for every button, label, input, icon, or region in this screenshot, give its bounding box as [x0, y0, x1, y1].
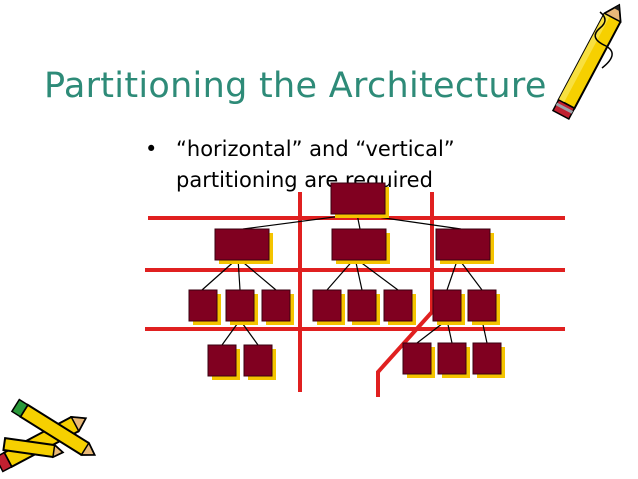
module-box-level1 — [331, 228, 390, 264]
module-box-level2 — [312, 289, 345, 325]
module-box-level2 — [188, 289, 221, 325]
bullet-marker: • — [145, 137, 158, 161]
module-box-level1 — [214, 228, 273, 264]
module-box-level3 — [437, 342, 470, 378]
module-box-level3 — [207, 344, 240, 380]
module-box-level2 — [383, 289, 416, 325]
module-box-level1 — [435, 228, 494, 264]
module-box-level3 — [402, 342, 435, 378]
module-box-level3 — [243, 344, 276, 380]
scribble-icon — [594, 11, 613, 69]
module-box-level2 — [432, 289, 465, 325]
module-box-level2 — [261, 289, 294, 325]
pencil-icon-top-right — [551, 3, 622, 120]
bullet-text: “horizontal” and “vertical” partitioning… — [176, 134, 536, 196]
bullet-line-2: partitioning are required — [176, 168, 433, 192]
module-box-level2 — [225, 289, 258, 325]
module-box-level2 — [347, 289, 380, 325]
pencil-icon — [10, 398, 97, 456]
module-box-level2 — [467, 289, 500, 325]
module-boxes — [188, 182, 505, 380]
vertical-partition-line-right — [376, 192, 434, 397]
pencil-icons-bottom-left — [0, 398, 97, 473]
bullet-line-1: “horizontal” and “vertical” — [176, 137, 455, 161]
slide-title: Partitioning the Architecture — [44, 66, 547, 106]
module-box-root — [330, 182, 389, 218]
pencil-icon — [2, 437, 65, 459]
module-box-level3 — [472, 342, 505, 378]
